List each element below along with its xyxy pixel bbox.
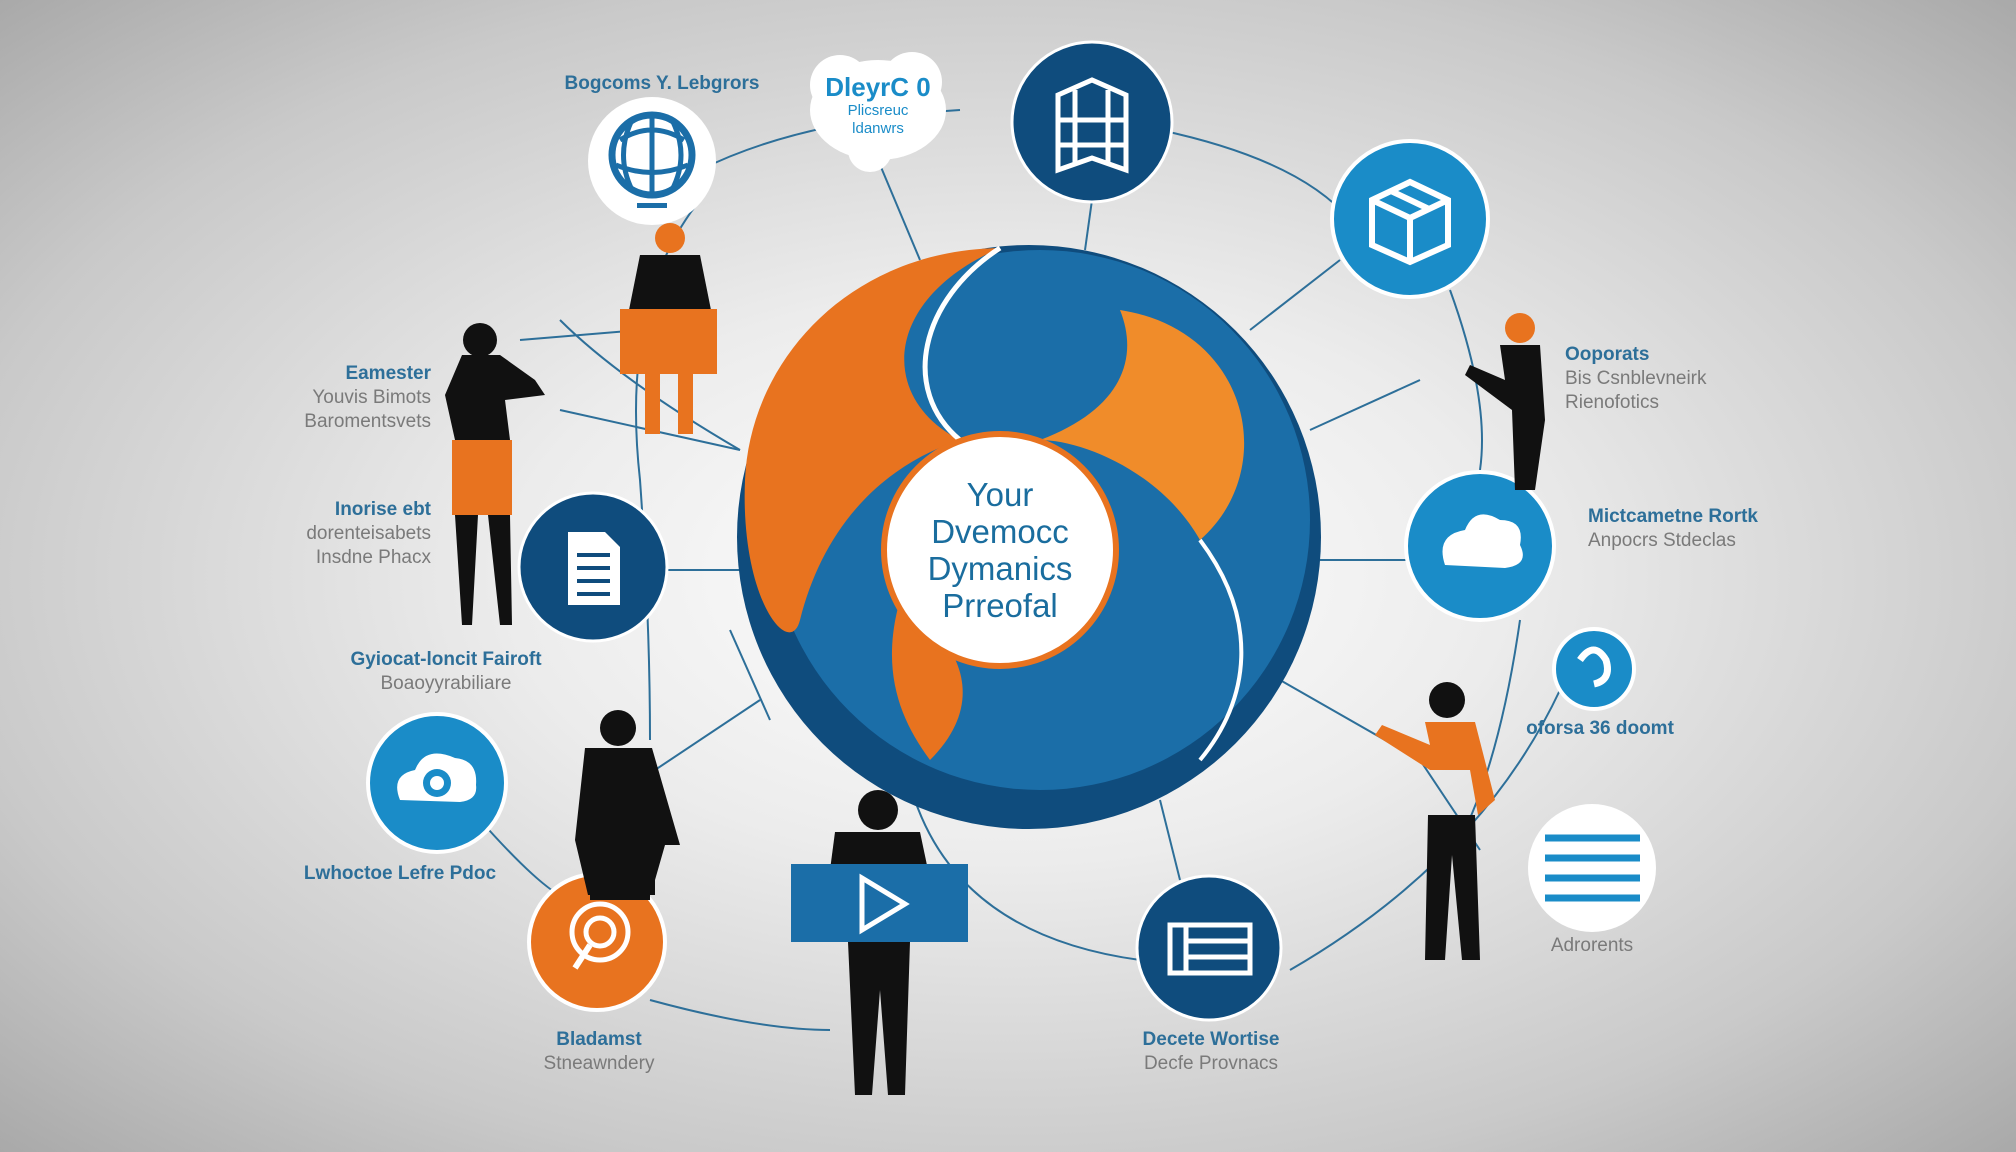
label-title: Bladamst — [556, 1029, 642, 1050]
label-bottom-right: Adrorents — [1551, 934, 1633, 958]
list-icon — [1528, 804, 1656, 932]
cloud-title: DleyrC 0 — [825, 72, 931, 102]
label-title: Mictcametne Rortk — [1588, 506, 1758, 527]
refresh-icon[interactable] — [1552, 627, 1636, 711]
label-right-2: Mictcametne Rortk Anpocrs Stdeclas — [1588, 505, 1758, 553]
label-left-4: Lwhoctoe Lefre Pdoc — [304, 862, 496, 886]
center-line: Your — [966, 476, 1034, 513]
cloud-icon — [366, 712, 508, 854]
cloud-bubble-text: DleyrC 0 Plicsreuc ldanwrs — [825, 72, 931, 138]
connector-lines — [479, 109, 1561, 1031]
label-line: Bis Csnblevneirk — [1565, 368, 1707, 389]
people-silhouettes — [445, 223, 1545, 1095]
label-bottom-left: Bladamst Stneawndery — [544, 1028, 655, 1076]
person-at-podium — [620, 223, 717, 434]
label-line: Decfe Provnacs — [1143, 1053, 1279, 1074]
list-icon — [1135, 874, 1283, 1022]
label-title: Lwhoctoe Lefre Pdoc — [303, 863, 497, 884]
cloud-bubble — [810, 52, 946, 172]
center-title: Your Dvemocc Dymanics Prreofal — [928, 476, 1073, 624]
label-left-1: Eamester Youvis Bimots Baromentsvets — [304, 362, 431, 434]
cloud-line: ldanwrs — [852, 120, 904, 137]
label-right-1: Ooporats Bis Csnblevneirk Rienofotics — [1565, 343, 1707, 415]
cube-icon — [1330, 139, 1490, 299]
globe-icon — [588, 97, 716, 225]
center-line: Dvemocc — [931, 513, 1069, 550]
label-line: Youvis Bimots — [312, 387, 431, 408]
label-line: Anpocrs Stdeclas — [1588, 530, 1736, 551]
label-line: dorenteisabets — [306, 523, 431, 544]
label-title: Gyiocat-loncit Fairoft — [350, 649, 542, 670]
label-title: Adrorents — [1550, 935, 1634, 956]
man-orange-shirt — [1375, 682, 1495, 960]
label-line: Rienofotics — [1565, 392, 1659, 413]
center-line: Prreofal — [942, 587, 1058, 624]
building-icon — [1010, 40, 1174, 204]
central-globe — [737, 245, 1321, 829]
label-line: Boaoyyrabiliare — [380, 673, 512, 694]
label-right-3: oforsa 36 doomt — [1526, 717, 1674, 741]
label-line: Stneawndery — [543, 1053, 655, 1074]
label-title: Bogcoms Y. Lebgrors — [564, 73, 760, 94]
presenter-with-board — [791, 790, 968, 1095]
label-bottom-center: Decete Wortise Decfe Provnacs — [1143, 1028, 1280, 1076]
document-icon — [517, 491, 669, 643]
cloud-line: Plicsreuc — [847, 102, 909, 119]
label-title: Eamester — [345, 363, 431, 384]
label-line: Baromentsvets — [304, 411, 431, 432]
label-title: Inorise ebt — [334, 499, 431, 520]
label-title: oforsa 36 doomt — [1526, 718, 1674, 739]
label-line: Insdne Phacx — [315, 547, 431, 568]
businessman — [575, 710, 680, 900]
label-left-3: Gyiocat-loncit Fairoft Boaoyyrabiliare — [350, 648, 541, 696]
label-title: Ooporats — [1565, 344, 1650, 365]
cloud-icon — [1404, 470, 1556, 622]
woman-with-tablet — [445, 323, 545, 625]
label-top-left: Bogcoms Y. Lebgrors — [565, 72, 760, 96]
center-line: Dymanics — [927, 550, 1073, 587]
man-pointing — [1465, 313, 1545, 490]
label-left-2: Inorise ebt dorenteisabets Insdne Phacx — [306, 498, 431, 570]
label-title: Decete Wortise — [1142, 1029, 1280, 1050]
